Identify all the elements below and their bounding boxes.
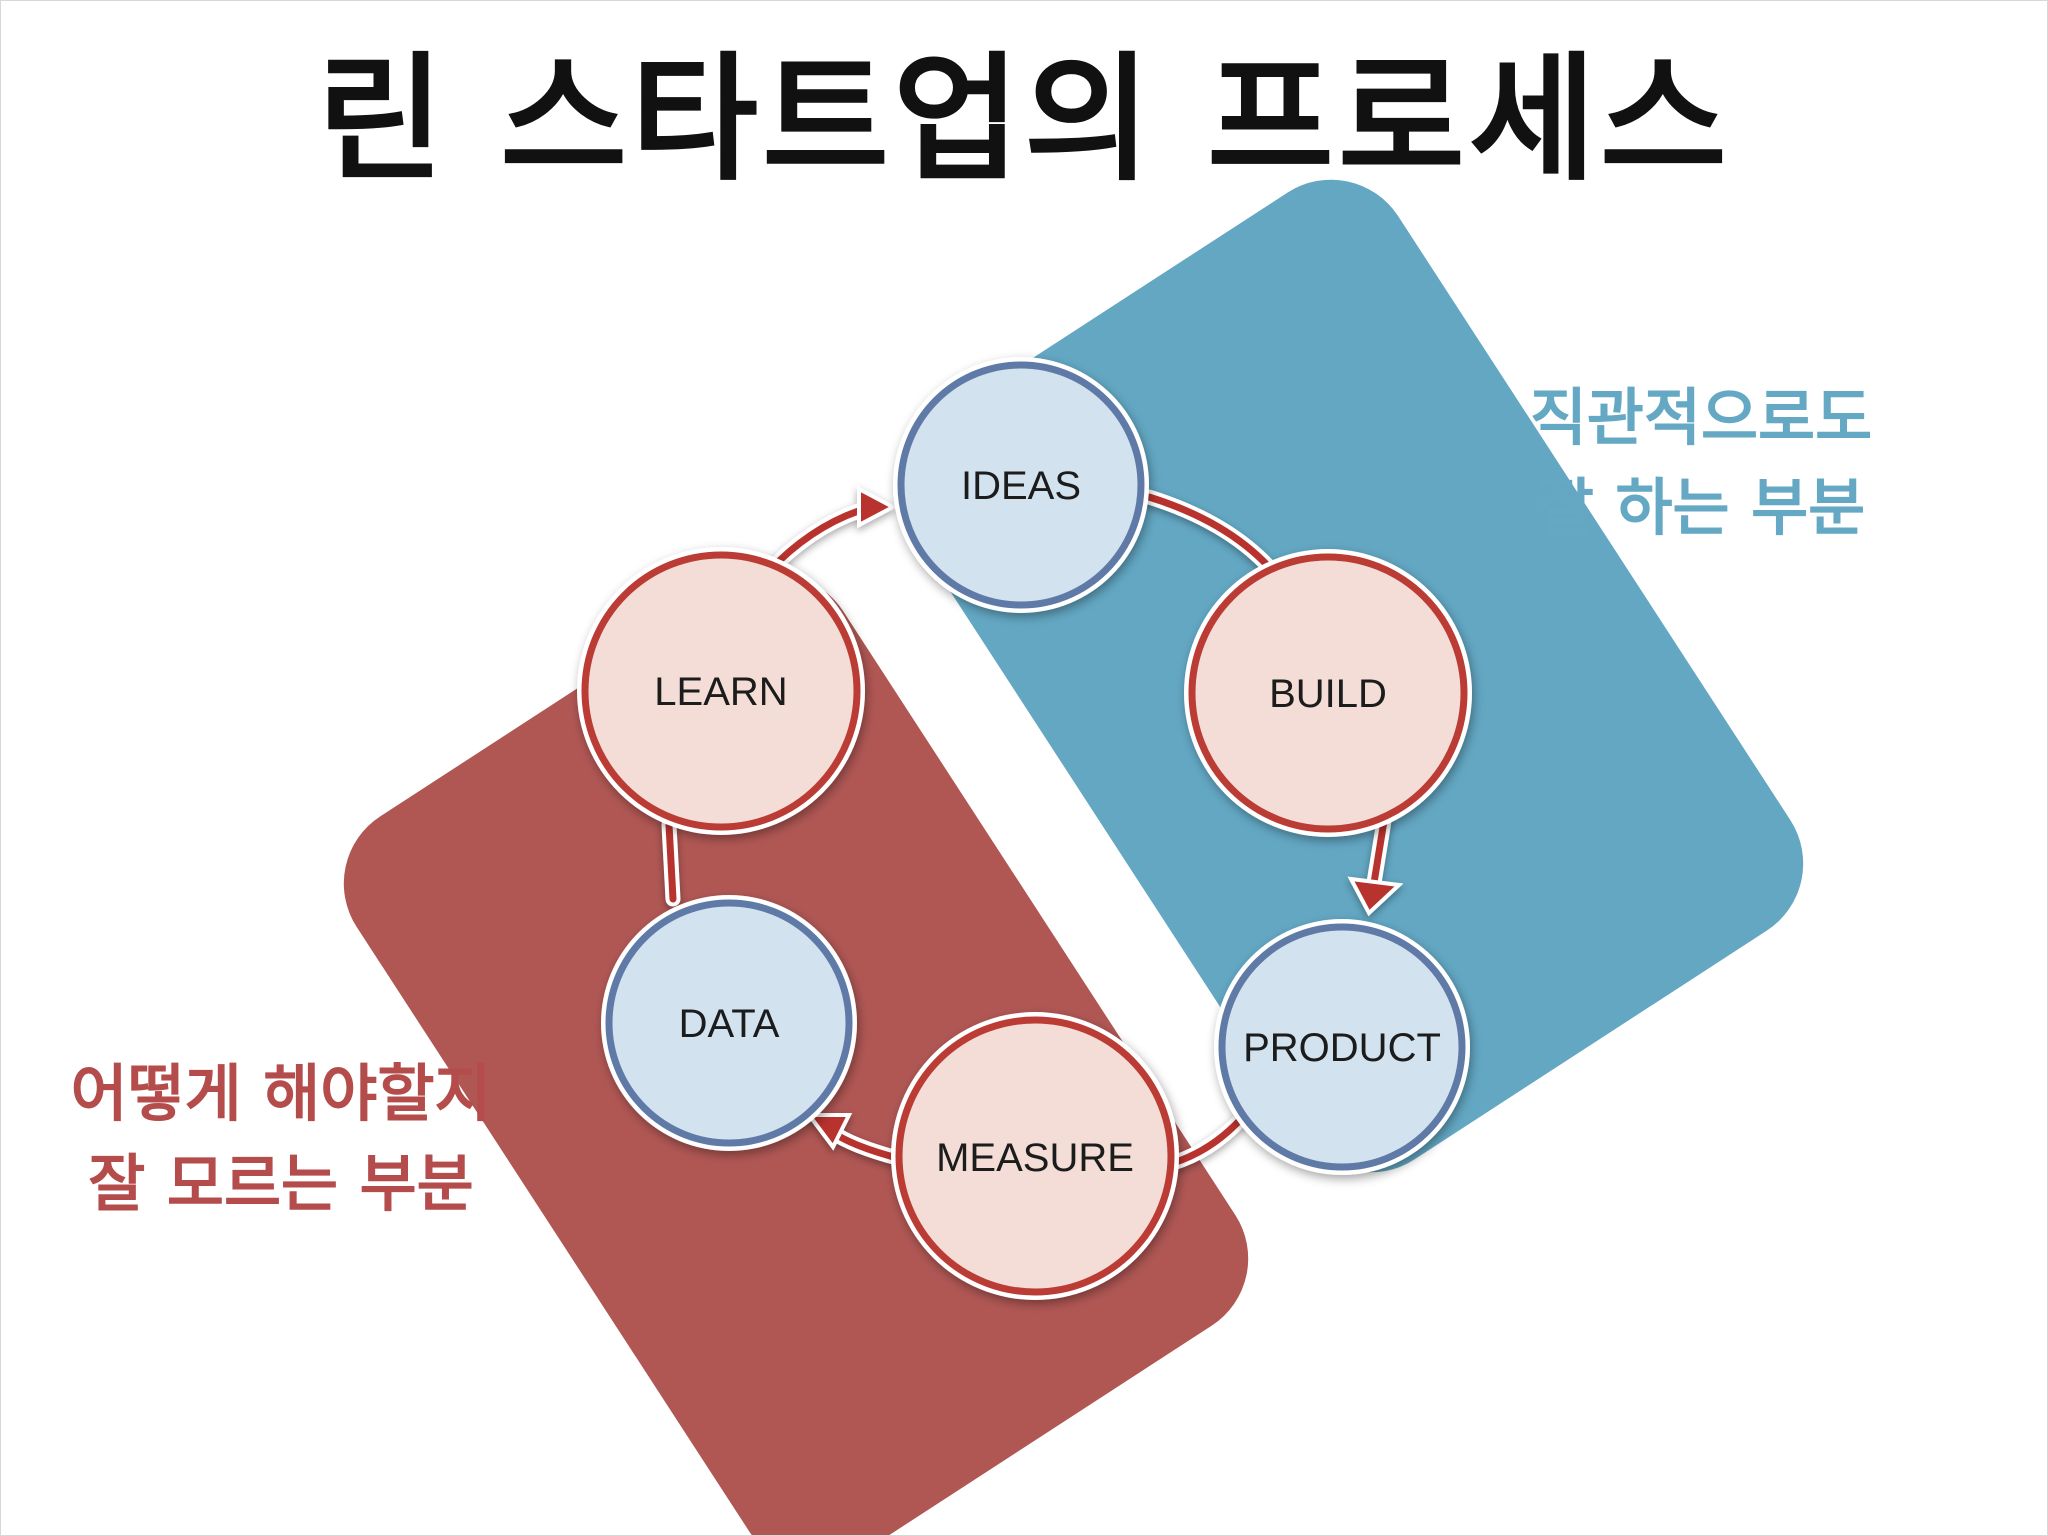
intuitive-part-line1: 직관적으로도 [1529, 381, 1873, 454]
unknown-part-line1: 어떻게 해야할지 [70, 1057, 492, 1130]
unknown-part-label: 어떻게 해야할지 잘 모르는 부분 [21, 1049, 541, 1229]
node-product-label: PRODUCT [1243, 1026, 1441, 1070]
node-product: PRODUCT [1214, 919, 1470, 1175]
node-data: DATA [601, 895, 857, 1151]
unknown-part-line2: 잘 모르는 부분 [88, 1147, 474, 1220]
node-learn-label: LEARN [654, 670, 787, 714]
node-data-label: DATA [679, 1002, 780, 1046]
node-learn: LEARN [577, 547, 865, 835]
node-build: BUILD [1184, 549, 1472, 837]
node-ideas-label: IDEAS [961, 464, 1081, 508]
node-measure-label: MEASURE [936, 1136, 1134, 1180]
node-ideas: IDEAS [893, 357, 1149, 613]
node-measure: MEASURE [891, 1012, 1179, 1300]
intuitive-part-line2: 잘 하는 부분 [1536, 471, 1866, 544]
node-build-label: BUILD [1269, 672, 1387, 716]
slide-title: 린 스타트업의 프로세스 [317, 39, 1731, 200]
intuitive-part-label: 직관적으로도 잘 하는 부분 [1441, 373, 1961, 553]
